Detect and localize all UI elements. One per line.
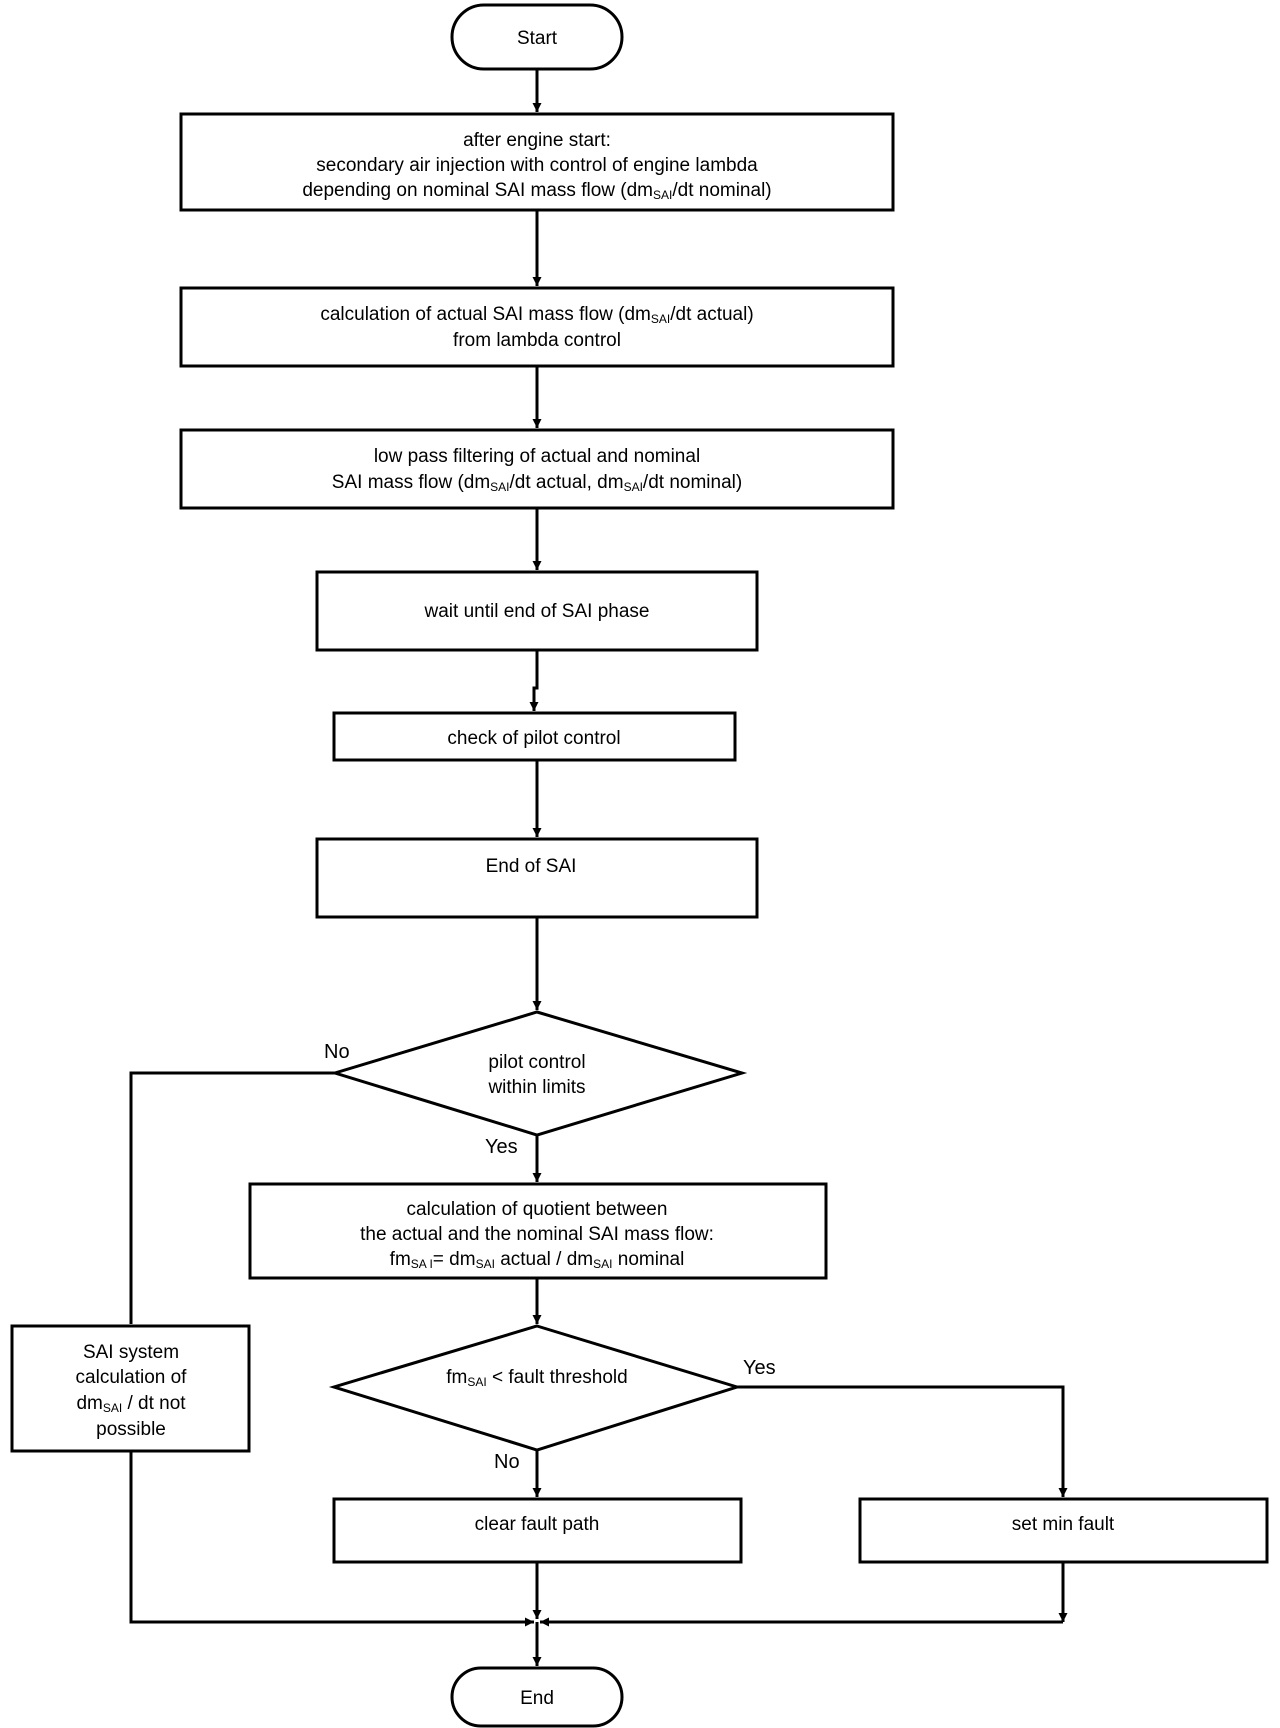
arrow-sai-box-to-merge xyxy=(129,1451,534,1627)
step-quotient-line2: the actual and the nominal SAI mass flow… xyxy=(360,1224,714,1245)
step-quotient-line3: fmSA I= dmSAI actual / dmSAI nominal xyxy=(390,1249,685,1271)
arrow-step4-to-step5 xyxy=(529,650,539,711)
arrow-decision2-yes xyxy=(737,1385,1068,1497)
end-label: End xyxy=(520,1688,554,1709)
start-label: Start xyxy=(517,28,558,49)
step-engine-start-line1: after engine start: xyxy=(463,130,611,151)
clear-fault-box xyxy=(332,1497,743,1564)
step-quotient-line1: calculation of quotient between xyxy=(407,1199,668,1220)
sai-system-line2: calculation of xyxy=(76,1367,188,1388)
connectors xyxy=(129,69,1068,1666)
decision-fault-threshold xyxy=(328,1324,743,1452)
sai-system-line3: dmSAI / dt not xyxy=(76,1393,186,1415)
step-quotient-box xyxy=(248,1182,828,1280)
step-actual-mass-flow-line2: from lambda control xyxy=(453,330,621,351)
sai-system-line1: SAI system xyxy=(83,1342,179,1363)
decision-pilot-control xyxy=(329,1010,748,1137)
step-engine-start-line3: depending on nominal SAI mass flow (dmSA… xyxy=(302,180,771,202)
decision-pilot-control-yes-label: Yes xyxy=(485,1136,518,1158)
set-min-fault-label: set min fault xyxy=(1012,1514,1115,1535)
decision-fault-threshold-label: fmSAI < fault threshold xyxy=(446,1367,627,1389)
decision-fault-threshold-no-label: No xyxy=(494,1451,520,1473)
end-terminal xyxy=(450,1666,624,1728)
sai-system-box xyxy=(10,1324,251,1453)
start-terminal xyxy=(450,3,624,71)
line-decision1-no xyxy=(129,1071,335,1324)
step-end-of-sai-label: End of SAI xyxy=(486,856,577,877)
decision-pilot-control-no-label: No xyxy=(324,1041,350,1063)
step-check-pilot-label: check of pilot control xyxy=(447,728,620,749)
step-low-pass-filter-line1: low pass filtering of actual and nominal xyxy=(374,446,700,467)
step-end-of-sai-box xyxy=(315,837,759,919)
sai-system-line4: possible xyxy=(96,1419,166,1440)
step-wait-label: wait until end of SAI phase xyxy=(424,601,650,622)
decision-pilot-control-line1: pilot control xyxy=(488,1052,585,1073)
decision-pilot-control-line2: within limits xyxy=(487,1077,585,1098)
step-low-pass-filter-line2: SAI mass flow (dmSAI/dt actual, dmSAI/dt… xyxy=(332,472,742,494)
step-low-pass-filter-box xyxy=(179,428,895,510)
step-wait-box xyxy=(315,570,759,652)
step-check-pilot-box xyxy=(332,711,737,762)
step-engine-start-line2: secondary air injection with control of … xyxy=(316,155,758,176)
step-actual-mass-flow-line1: calculation of actual SAI mass flow (dmS… xyxy=(320,304,753,326)
clear-fault-label: clear fault path xyxy=(475,1514,600,1535)
step-actual-mass-flow-box xyxy=(179,286,895,368)
step-engine-start-box xyxy=(179,112,895,212)
set-min-fault-box xyxy=(858,1497,1269,1564)
decision-fault-threshold-yes-label: Yes xyxy=(743,1357,776,1379)
